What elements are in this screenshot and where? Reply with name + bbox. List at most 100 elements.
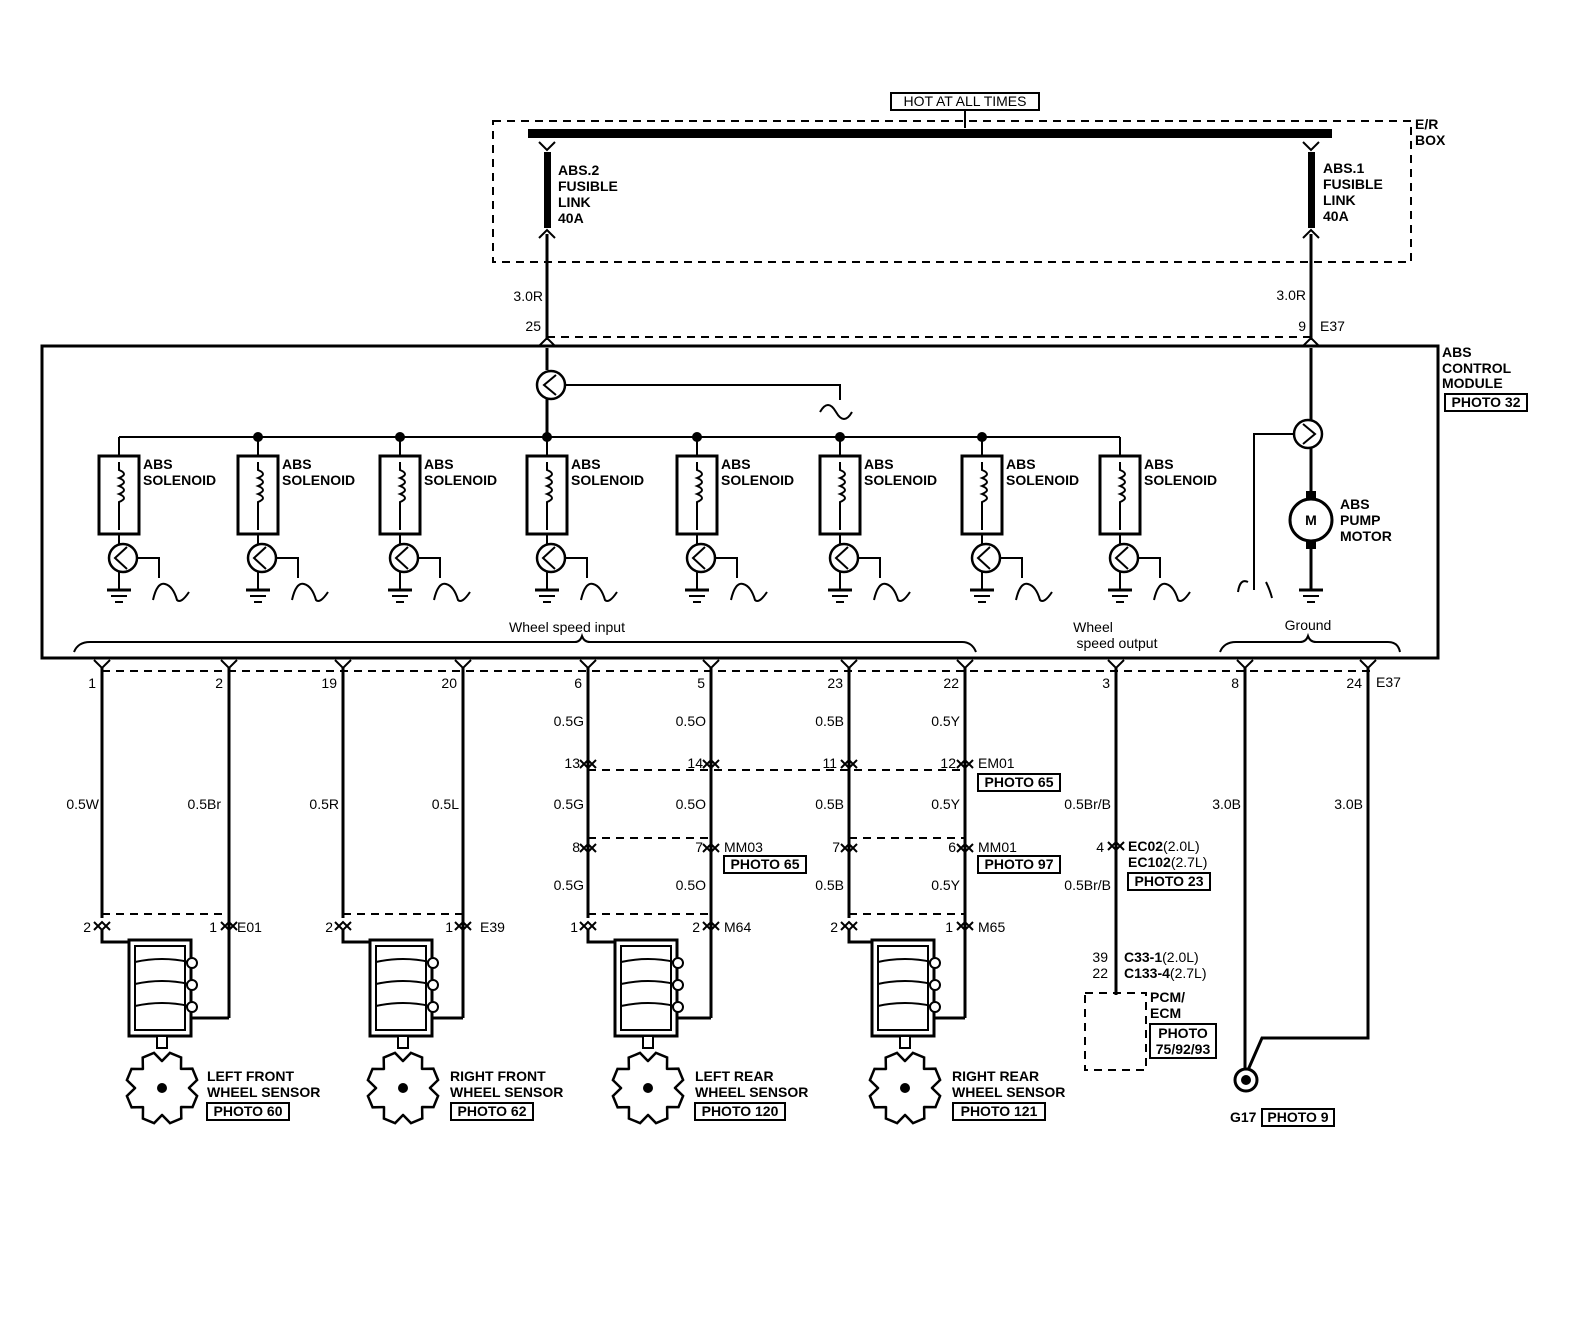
- abs2-fuse-name: ABS.2: [558, 162, 599, 178]
- rear-gauge-r2-3: 0.5B: [815, 796, 844, 812]
- pcm-label-1: PCM/: [1150, 989, 1185, 1005]
- solenoid-label-line1: ABS: [424, 456, 454, 472]
- wheel-sensor-2: [341, 930, 463, 1125]
- rear-gauge-r2-2: 0.5O: [676, 796, 706, 812]
- em01-pin-14: 14: [687, 755, 703, 771]
- abs1-fuse-type: FUSIBLE: [1323, 176, 1383, 192]
- wheel-speed-input-brace: [73, 632, 977, 653]
- module-pin-7: 23: [827, 675, 843, 691]
- power-connector-e37: E37: [1320, 318, 1345, 334]
- abs2-fuse-type2: LINK: [558, 194, 591, 210]
- rr-conn-pin-b: 1: [945, 919, 953, 935]
- mm01-label: MM01: [978, 839, 1017, 855]
- lr-sensor-label-1: LEFT REAR: [695, 1068, 774, 1084]
- rear-gauge-r3-4: 0.5Y: [931, 877, 960, 893]
- em01-pin-13: 13: [564, 755, 580, 771]
- solenoid-label-line2: SOLENOID: [571, 472, 644, 488]
- abs1-fuse-rating: 40A: [1323, 208, 1349, 224]
- power-wire-left-gauge: 3.0R: [513, 288, 543, 304]
- lf-sensor-label-2: WHEEL SENSOR: [207, 1084, 320, 1100]
- solenoid-label-line1: ABS: [143, 456, 173, 472]
- pcm-photo-box: [1149, 1023, 1217, 1059]
- output-pin-4: 4: [1096, 839, 1104, 855]
- ground-brace: [1219, 632, 1401, 653]
- module-pin-4: 20: [441, 675, 457, 691]
- c33-label: C33-1(2.0L): [1124, 949, 1199, 965]
- em01-pin-12: 12: [940, 755, 956, 771]
- solenoid-transistor-symbol: [107, 542, 139, 574]
- ground-id: G17: [1230, 1109, 1257, 1125]
- module-pin-5: 6: [574, 675, 582, 691]
- solenoid-transistor-symbol: [535, 542, 567, 574]
- c133-label: C133-4(2.7L): [1124, 965, 1207, 981]
- power-bus-bar: [528, 129, 1332, 138]
- rr-sensor-label-1: RIGHT REAR: [952, 1068, 1039, 1084]
- module-pin-mark: [840, 659, 858, 670]
- ground-group-label: Ground: [1285, 617, 1332, 633]
- ec-photo: PHOTO 23: [1135, 873, 1204, 889]
- solenoid-transistor-symbol: [388, 542, 420, 574]
- mm01-pin-6: 6: [948, 839, 956, 855]
- abs2-fuse-type: FUSIBLE: [558, 178, 618, 194]
- module-pin-mark: [1107, 659, 1125, 670]
- ground-gauge-b: 3.0B: [1334, 796, 1363, 812]
- mm03-photo: PHOTO 65: [731, 856, 800, 872]
- module-pin-8: 22: [943, 675, 959, 691]
- module-pin-mark: [334, 659, 352, 670]
- module-pin-9: 3: [1102, 675, 1110, 691]
- module-photo-box: [1444, 393, 1528, 412]
- power-wire-right-gauge: 3.0R: [1276, 287, 1306, 303]
- rear-gauge-r1-3: 0.5B: [815, 713, 844, 729]
- module-title-line2: CONTROL: [1442, 360, 1512, 376]
- pump-relay-transistor-symbol: [1292, 418, 1324, 450]
- rear-gauge-r2-1: 0.5G: [554, 796, 584, 812]
- module-pin-3: 19: [321, 675, 337, 691]
- solenoid-transistor-symbol: [246, 542, 278, 574]
- rr-sensor-photo-box: [952, 1102, 1046, 1121]
- module-pin-mark: [702, 659, 720, 670]
- solenoid-transistor-symbol: [1108, 542, 1140, 574]
- mm01-photo: PHOTO 97: [985, 856, 1054, 872]
- front-wire-gauge-1: 0.5W: [66, 796, 99, 812]
- lr-conn-pin-b: 2: [692, 919, 700, 935]
- abs-control-module-outline: [40, 344, 1440, 660]
- lf-sensor-photo: PHOTO 60: [214, 1103, 283, 1119]
- solenoid-transistor-symbol: [970, 542, 1002, 574]
- rf-sensor-photo: PHOTO 62: [458, 1103, 527, 1119]
- solenoid-label-line1: ABS: [1144, 456, 1174, 472]
- module-pin-mark: [579, 659, 597, 670]
- module-pin-10: 8: [1231, 675, 1239, 691]
- em01-pin-11: 11: [822, 755, 837, 771]
- mm03-photo-box: [723, 855, 807, 874]
- front-wire-gauge-4: 0.5L: [432, 796, 459, 812]
- module-connector-label: E37: [1376, 674, 1401, 690]
- em01-photo: PHOTO 65: [985, 774, 1054, 790]
- rr-sensor-label-2: WHEEL SENSOR: [952, 1084, 1065, 1100]
- abs1-fuse-name: ABS.1: [1323, 160, 1364, 176]
- em01-photo-box: [977, 773, 1061, 792]
- module-pin-1: 1: [88, 675, 96, 691]
- power-pin-25: 25: [525, 318, 541, 334]
- module-pin-mark: [454, 659, 472, 670]
- solenoid-label-line2: SOLENOID: [1006, 472, 1079, 488]
- pump-motor-circuit: M ABS PUMP MOTOR: [1237, 348, 1392, 603]
- solenoid-label-line2: SOLENOID: [282, 472, 355, 488]
- front-wire-gauge-3: 0.5R: [309, 796, 339, 812]
- wheel-sensor-4: [847, 930, 965, 1125]
- rf-connector: E39: [480, 919, 505, 935]
- ec-photo-box: [1127, 872, 1211, 891]
- em01-label: EM01: [978, 755, 1015, 771]
- solenoid-label-line1: ABS: [282, 456, 312, 472]
- solenoid-label-line1: ABS: [721, 456, 751, 472]
- abs2-fuse-rating: 40A: [558, 210, 584, 226]
- rear-gauge-r3-3: 0.5B: [815, 877, 844, 893]
- ec102-label: EC102(2.7L): [1128, 854, 1207, 870]
